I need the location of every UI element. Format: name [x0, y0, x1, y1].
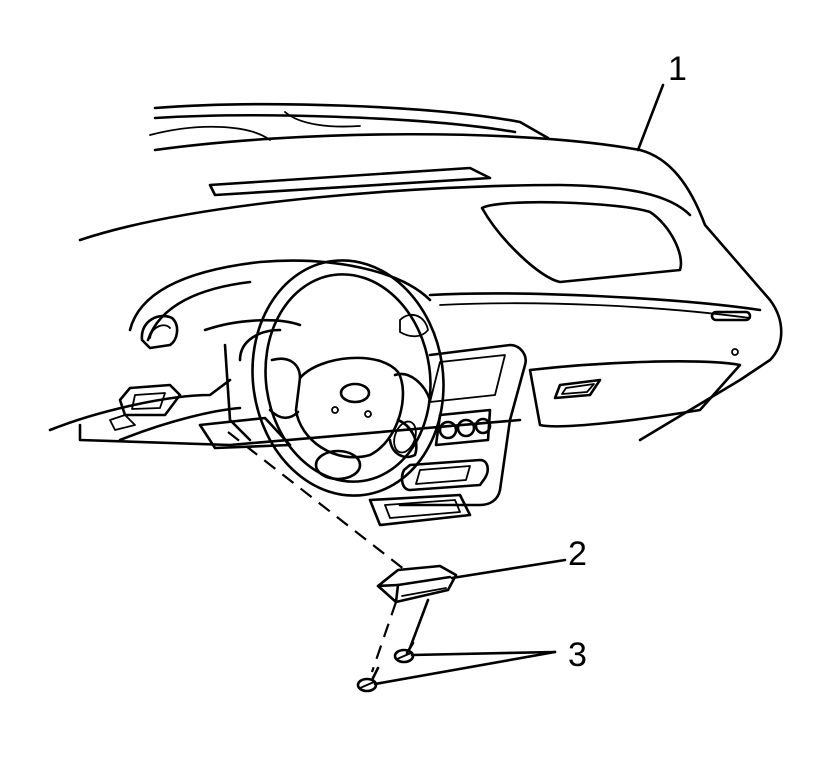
callout-3-label: 3	[568, 636, 587, 674]
callout-2-leader	[450, 558, 567, 580]
callout-3-leader-a	[410, 650, 557, 657]
screw-alignment-line-1	[370, 601, 398, 673]
screw-2	[393, 641, 415, 664]
assembly-leader-line	[227, 431, 406, 571]
column-cover-part	[376, 564, 458, 604]
callout-3-leader-b	[373, 650, 557, 686]
callout-1-leader	[636, 83, 665, 152]
screw-alignment-line-2	[408, 598, 430, 650]
screw-1	[356, 666, 380, 693]
callout-2-label: 2	[568, 535, 587, 573]
steering-wheel	[251, 259, 445, 497]
callout-1-label: 1	[668, 50, 687, 88]
